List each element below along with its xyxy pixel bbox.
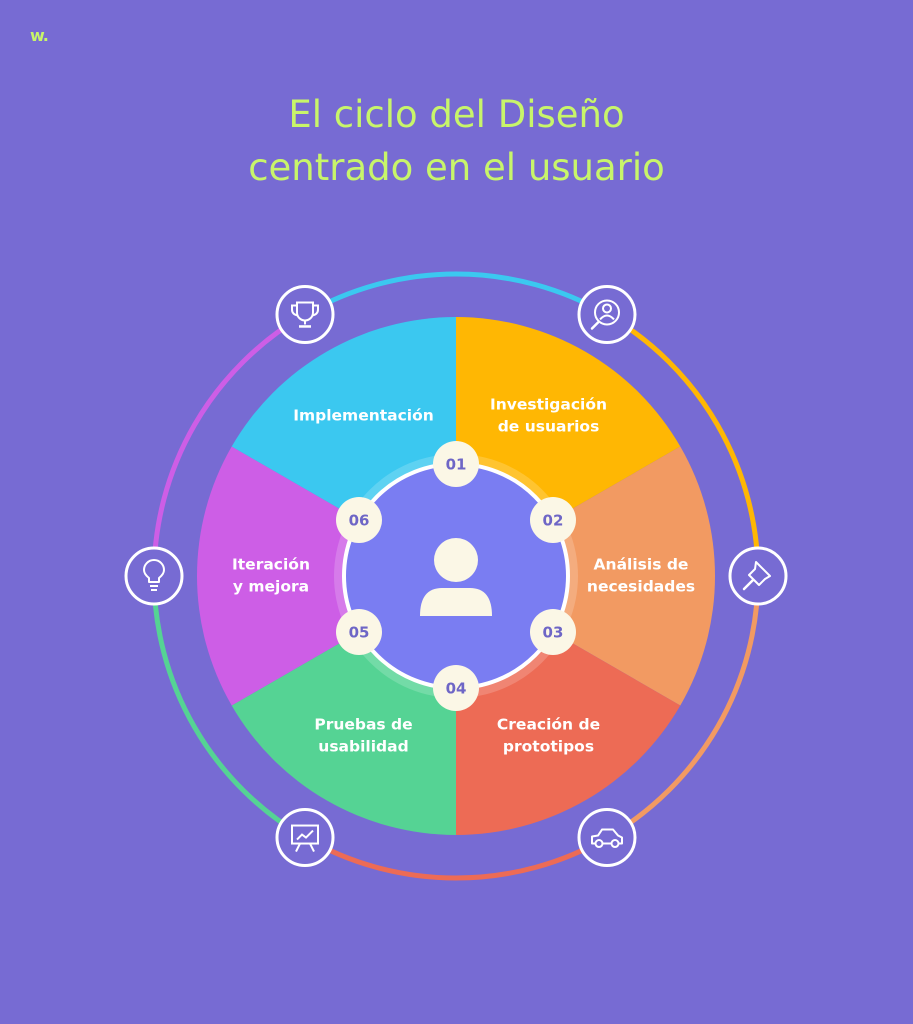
step-badge [529,609,576,655]
ring-arc [151,575,307,840]
step-badge [433,665,479,711]
segment-step-02 [456,446,715,706]
segment-label: usabilidad [318,738,408,756]
ring-arc [303,271,609,317]
step-number: 03 [543,624,564,642]
step-badge [336,497,383,543]
step-badge [336,609,383,655]
outer-ring [151,271,761,881]
step-numbers: 01 02 03 04 05 06 [336,441,576,711]
title-line-2: centrado en el usuario [248,146,665,189]
lightbulb-icon-badge [124,546,184,606]
trophy-icon [291,301,319,328]
outer-icons [124,284,788,868]
title-line-1: El ciclo del Diseño [288,93,625,136]
step-number: 04 [446,680,467,698]
user-icon [420,538,492,616]
segment-label: Creación de [497,716,600,734]
step-number: 01 [446,456,467,474]
ring-arc [605,575,761,840]
center-hub [334,454,578,698]
car-icon [591,828,623,849]
segment-label: Iteración [232,556,310,574]
brand-logo: w. [30,26,49,45]
pin-icon [742,561,771,591]
ring-arc [303,835,609,881]
ring-arc [151,312,307,577]
user-search-icon-badge [577,284,637,344]
segment-label: necesidades [587,578,695,596]
step-badge [529,497,576,543]
segment-label: y mejora [233,578,309,596]
pin-icon-badge [728,546,788,606]
segment-label: Implementación [293,406,434,424]
segment-label: prototipos [503,738,594,756]
car-icon-badge [577,808,637,868]
segment-label: Pruebas de [314,716,412,734]
user-search-icon [590,299,620,330]
presentation-chart-icon [291,824,319,852]
step-badge [433,441,479,487]
lightbulb-icon [143,559,165,591]
step-number: 05 [349,624,370,642]
page-title: El ciclo del Diseño centrado en el usuar… [0,88,913,194]
segment-label: de usuarios [498,417,600,435]
trophy-icon-badge [275,284,335,344]
presentation-chart-icon-badge [275,808,335,868]
segment-step-05 [197,446,456,706]
step-number: 06 [349,512,370,530]
segment-label: Investigación [490,395,607,413]
segment-label: Análisis de [594,556,689,574]
ring-arc [605,312,761,577]
step-number: 02 [543,512,564,530]
